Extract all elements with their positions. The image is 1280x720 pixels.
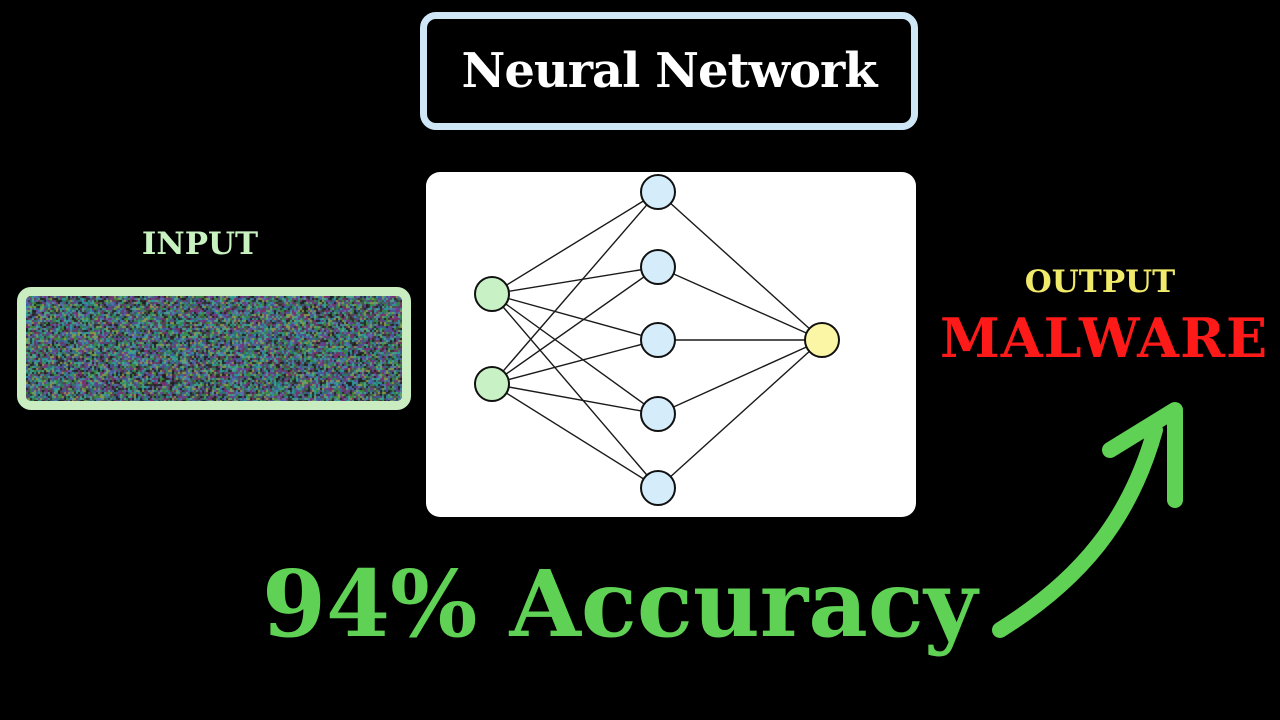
neural-network-panel	[426, 172, 916, 517]
network-edge	[491, 191, 659, 385]
hidden-layer-node	[640, 470, 676, 506]
accuracy-text: 94% Accuracy	[262, 550, 978, 658]
title-box: Neural Network	[420, 12, 918, 130]
network-edge	[657, 339, 823, 489]
network-edge	[491, 191, 659, 295]
hidden-layer-node	[640, 174, 676, 210]
network-edge	[657, 266, 823, 341]
network-edge	[657, 191, 823, 341]
output-arrow-icon	[856, 335, 908, 351]
input-noise-image	[17, 287, 411, 410]
network-edge	[491, 383, 659, 489]
title-text: Neural Network	[461, 43, 877, 99]
network-edge	[491, 339, 659, 385]
network-edge	[491, 293, 659, 489]
network-edge	[491, 266, 659, 295]
noise-canvas	[26, 296, 402, 401]
network-edge	[657, 339, 823, 415]
output-value: MALWARE	[940, 306, 1269, 370]
input-layer-node	[474, 276, 510, 312]
output-label: OUTPUT	[1024, 264, 1176, 300]
network-edge	[491, 293, 659, 341]
neural-network-diagram	[474, 174, 840, 506]
network-edge	[491, 266, 659, 385]
hidden-layer-node	[640, 396, 676, 432]
hidden-layer-node	[640, 249, 676, 285]
input-layer-node	[474, 366, 510, 402]
output-layer-node	[804, 322, 840, 358]
hidden-layer-node	[640, 322, 676, 358]
curved-up-arrow-icon	[992, 402, 1183, 638]
network-edge	[491, 293, 659, 415]
network-edge	[491, 383, 659, 415]
input-label: INPUT	[141, 226, 259, 262]
